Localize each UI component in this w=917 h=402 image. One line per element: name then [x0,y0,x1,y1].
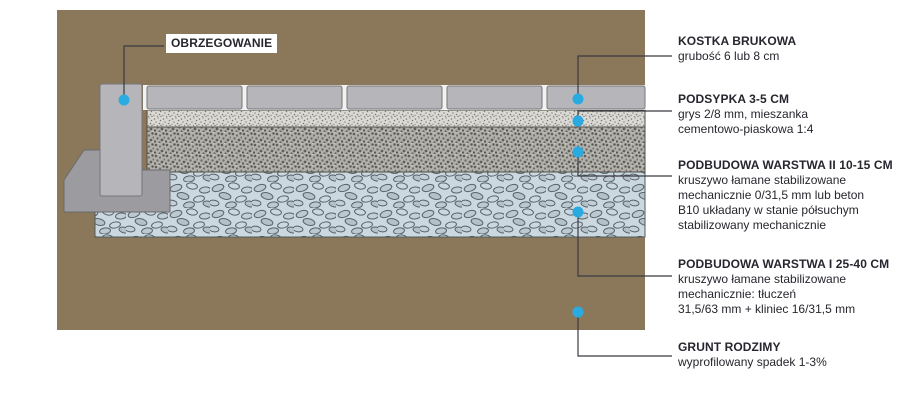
label-desc: kruszywo łamane stabilizowane mechaniczn… [678,272,856,316]
paving-block [346,85,443,110]
marker-dot-kostka-brukowa [572,93,584,105]
label-title: GRUNT RODZIMY [678,340,781,354]
layer-podsypka [146,109,646,128]
label-desc: grubość 6 lub 8 cm [678,49,780,63]
label-title: PODSYPKA 3-5 cm [678,92,790,106]
marker-dots [118,93,584,318]
paving-block [246,85,343,110]
leader-line-kostka-brukowa [577,55,672,99]
label-title: PODBUDOWA WARSTWA I 25-40 cm [678,257,890,271]
marker-dot-podsypka [572,115,584,127]
leader-line-obrzegowanie [123,45,164,100]
label-podbudowa-warstwa-2: PODBUDOWA WARSTWA II 10-15 cm kruszywo ł… [678,158,914,233]
label-title: KOSTKA BRUKOWA [678,34,797,48]
marker-dot-podbudowa-2 [572,146,584,158]
label-podsypka: PODSYPKA 3-5 cm grys 2/8 mm, mieszanka c… [678,92,914,137]
paving-block [146,85,243,110]
label-desc: wyprofilowany spadek 1-3% [678,355,827,369]
leader-line-grunt [577,312,672,357]
paving-blocks [146,85,646,110]
marker-dot-grunt [572,306,584,318]
label-title: OBRZEGOWANIE [171,36,273,50]
curb-stone [99,83,143,197]
leader-line-podbudowa-2 [577,152,672,177]
marker-dot-podbudowa-1 [572,206,584,218]
leader-line-podbudowa-1 [577,212,672,277]
marker-dot-obrzegowanie [118,94,130,106]
label-grunt-rodzimy: GRUNT RODZIMY wyprofilowany spadek 1-3% [678,340,914,370]
layer-podbudowa-warstwa-1 [94,171,646,238]
label-podbudowa-warstwa-1: PODBUDOWA WARSTWA I 25-40 cm kruszywo ła… [678,257,914,317]
label-desc: kruszywo łamane stabilizowane mechaniczn… [678,173,865,232]
label-desc: grys 2/8 mm, mieszanka cementowo-piaskow… [678,107,814,136]
paving-block [446,85,543,110]
label-title: PODBUDOWA WARSTWA II 10-15 cm [678,158,893,172]
paving-block [546,85,646,110]
label-obrzegowanie: OBRZEGOWANIE [166,34,278,53]
label-kostka-brukowa: KOSTKA BRUKOWA grubość 6 lub 8 cm [678,34,914,64]
layer-podbudowa-warstwa-2 [146,126,646,173]
